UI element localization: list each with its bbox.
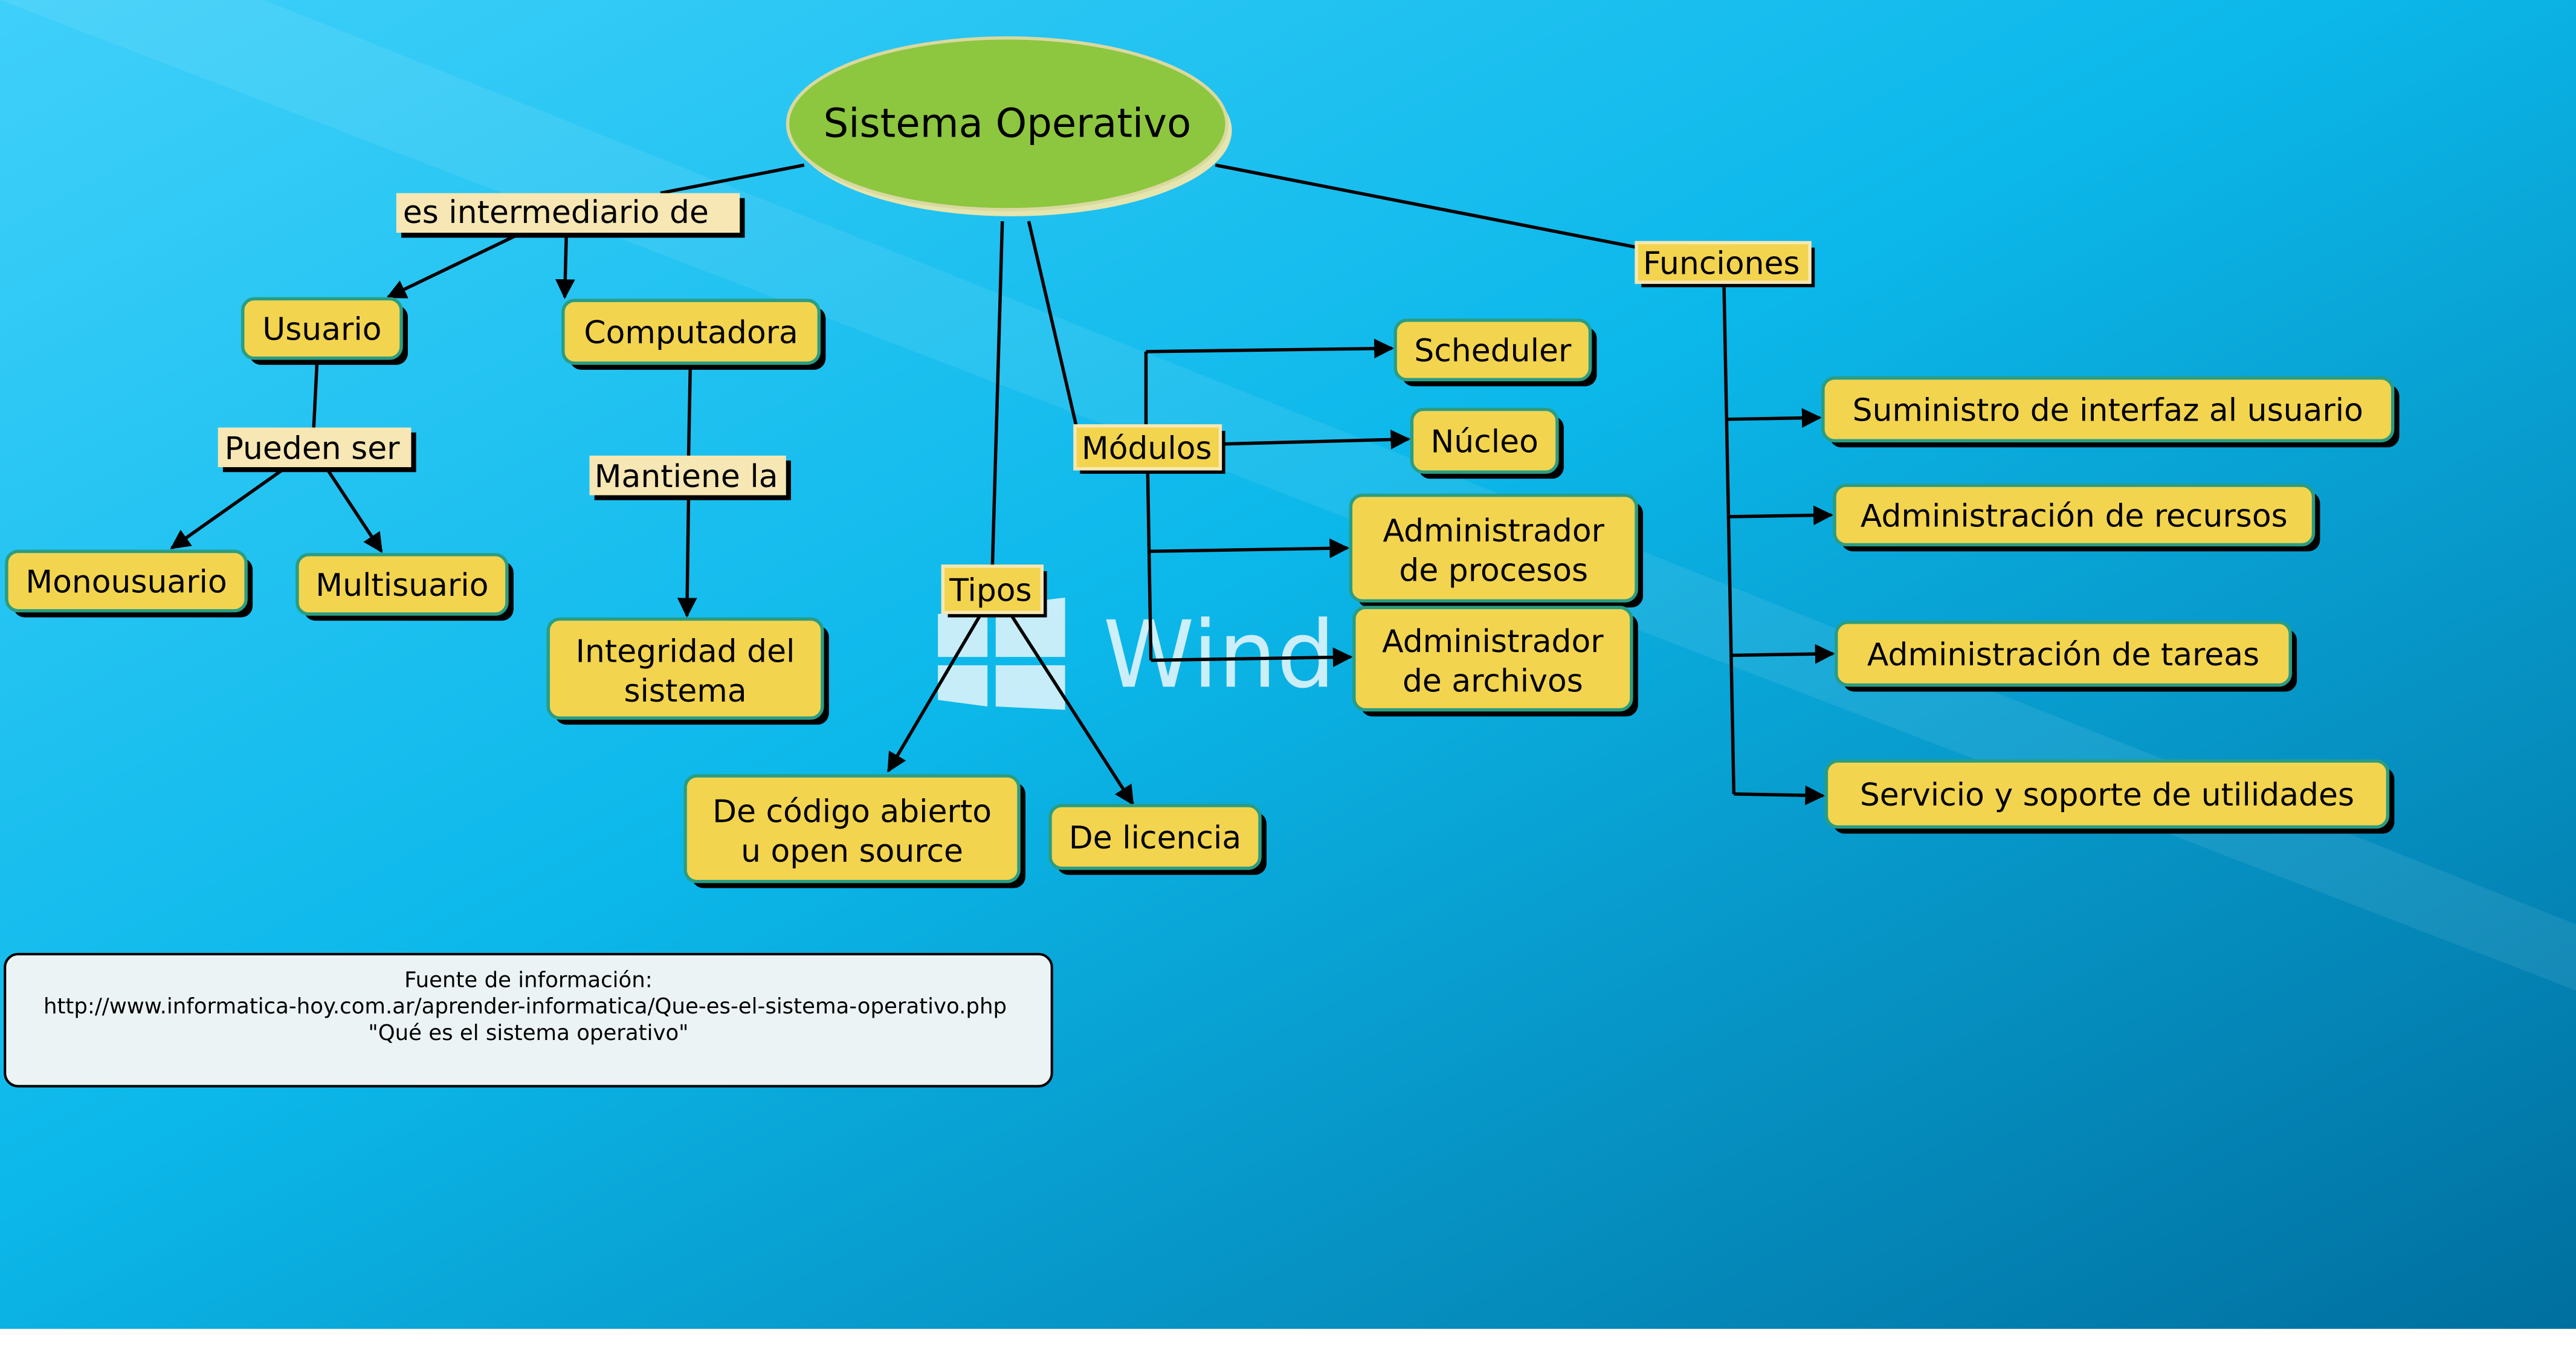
link-text: Funciones	[1643, 245, 1800, 282]
concept-node-adm-procesos[interactable]: Administrador de procesos	[1349, 493, 1644, 608]
node-label: Computadora	[584, 315, 798, 351]
node-box	[295, 553, 509, 616]
link-label-pueden-ser: Pueden ser	[218, 427, 416, 473]
link-text: Pueden ser	[225, 430, 401, 467]
node-label: u open source	[741, 833, 963, 870]
node-box	[5, 549, 248, 613]
node-box	[1824, 759, 2390, 829]
root-node-sistema-operativo[interactable]: Sistema Operativo	[786, 36, 1232, 216]
concept-node-servicio[interactable]: Servicio y soporte de utilidades	[1824, 759, 2395, 834]
windows-logo-text: Wind	[1103, 601, 1335, 709]
node-label: Monousuario	[25, 564, 227, 601]
concept-node-usuario[interactable]: Usuario	[240, 297, 408, 365]
link-text: Tipos	[949, 572, 1031, 609]
concept-node-monousuario[interactable]: Monousuario	[5, 549, 253, 618]
node-box	[1833, 483, 2316, 547]
concept-node-scheduler[interactable]: Scheduler	[1393, 318, 1597, 387]
concept-node-nucleo[interactable]: Núcleo	[1410, 407, 1564, 479]
concept-node-suministro[interactable]: Suministro de interfaz al usuario	[1821, 376, 2400, 448]
node-label: Administración de tareas	[1867, 637, 2259, 673]
link-label-tipos: Tipos	[941, 564, 1047, 618]
concept-node-multisuario[interactable]: Multisuario	[295, 553, 514, 621]
link-text: Módulos	[1082, 430, 1212, 467]
node-label: Suministro de interfaz al usuario	[1853, 393, 2363, 429]
windows-logo-watermark: Wind	[938, 597, 1335, 710]
node-label: De código abierto	[712, 793, 992, 830]
link-label-intermediario: es intermediario de	[396, 193, 745, 238]
link-text: es intermediario de	[403, 195, 709, 231]
source-heading: Fuente de información:	[404, 968, 653, 993]
node-box	[1410, 407, 1559, 474]
link-text: Mantiene la	[595, 459, 778, 495]
source-box: Fuente de información: http://www.inform…	[4, 952, 1053, 1088]
node-box	[1835, 621, 2292, 687]
background-light-streak	[0, 0, 2576, 990]
node-label: Núcleo	[1430, 424, 1538, 460]
concept-node-computadora[interactable]: Computadora	[561, 299, 826, 370]
source-title: "Qué es el sistema operativo"	[368, 1021, 688, 1045]
node-label: sistema	[624, 673, 746, 709]
node-label: Servicio y soporte de utilidades	[1860, 777, 2354, 813]
root-label: Sistema Operativo	[824, 101, 1192, 147]
node-box	[1349, 493, 1638, 603]
link-labels: es intermediario de Pueden ser Mantiene …	[218, 193, 1815, 618]
node-label: Multisuario	[315, 567, 488, 604]
node-box	[1393, 318, 1592, 382]
node-box	[683, 774, 1021, 883]
node-box	[240, 297, 403, 360]
node-label: De licencia	[1069, 820, 1241, 856]
node-box	[546, 617, 824, 720]
concept-node-recursos[interactable]: Administración de recursos	[1833, 483, 2320, 552]
node-label: Usuario	[262, 312, 381, 348]
node-label: Scheduler	[1414, 333, 1572, 369]
concept-node-licencia[interactable]: De licencia	[1048, 804, 1267, 875]
node-label: Administrador	[1382, 624, 1604, 660]
concept-node-tareas[interactable]: Administración de tareas	[1835, 621, 2297, 692]
node-box	[561, 299, 821, 365]
node-box	[1352, 606, 1633, 712]
source-url[interactable]: http://www.informatica-hoy.com.ar/aprend…	[44, 994, 1007, 1019]
edges	[170, 163, 1835, 806]
node-label: Integridad del	[576, 633, 795, 670]
link-label-modulos: Módulos	[1073, 424, 1225, 474]
node-label: de procesos	[1399, 553, 1588, 589]
node-label: de archivos	[1403, 664, 1583, 700]
concept-node-adm-archivos[interactable]: Administrador de archivos	[1352, 606, 1638, 717]
link-label-funciones: Funciones	[1635, 241, 1815, 288]
node-box	[1048, 804, 1262, 870]
node-label: Administración de recursos	[1861, 498, 2288, 534]
link-label-mantiene: Mantiene la	[589, 455, 791, 500]
node-box	[1821, 376, 2395, 443]
node-label: Administrador	[1383, 513, 1604, 549]
